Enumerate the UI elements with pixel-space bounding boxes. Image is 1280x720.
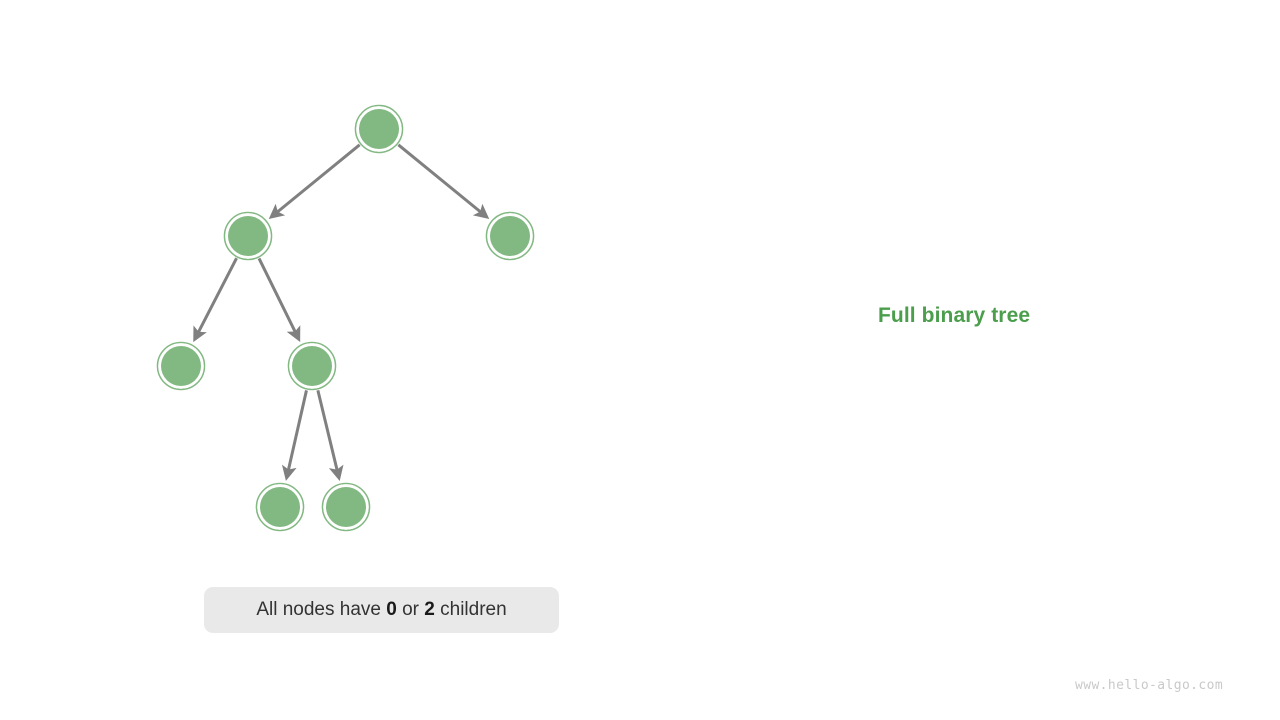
node-outer-ring (354, 104, 404, 154)
node-outer-ring (156, 341, 206, 391)
caption-middle: or (396, 599, 425, 620)
node-lr-right[interactable] (321, 482, 371, 532)
node-gap-ring (289, 343, 335, 389)
node-lr-left[interactable] (255, 482, 305, 532)
node-left-left[interactable] (156, 341, 206, 391)
node-root[interactable] (354, 104, 404, 154)
edge-left-leftleft (193, 257, 238, 343)
node-layer (156, 104, 535, 532)
node-gap-ring (158, 343, 204, 389)
edge-lr-left (281, 390, 308, 481)
caption-bold-zero: 0 (386, 599, 397, 620)
node-gap-ring (257, 484, 303, 530)
watermark: www.hello-algo.com (1075, 678, 1224, 693)
node-disc (228, 216, 268, 256)
caption-suffix: children (434, 599, 507, 620)
node-disc (326, 487, 366, 527)
node-right[interactable] (485, 211, 535, 261)
node-disc (161, 346, 201, 386)
edge-root-left (268, 143, 361, 220)
node-disc (490, 216, 530, 256)
node-disc (260, 487, 300, 527)
node-gap-ring (225, 213, 271, 259)
caption-box: All nodes have 0 or 2 children (204, 587, 559, 633)
node-gap-ring (356, 106, 402, 152)
caption-prefix: All nodes have (256, 599, 387, 620)
node-outer-ring (485, 211, 535, 261)
diagram-title: Full binary tree (878, 304, 1031, 327)
node-gap-ring (487, 213, 533, 259)
caption-bold-two: 2 (424, 599, 435, 620)
edge-lr-right (316, 389, 344, 481)
node-outer-ring (321, 482, 371, 532)
node-disc (292, 346, 332, 386)
node-outer-ring (255, 482, 305, 532)
node-outer-ring (287, 341, 337, 391)
edge-layer (193, 143, 490, 481)
node-left-right[interactable] (287, 341, 337, 391)
node-outer-ring (223, 211, 273, 261)
node-gap-ring (323, 484, 369, 530)
node-disc (359, 109, 399, 149)
edge-root-right (397, 143, 490, 220)
node-left[interactable] (223, 211, 273, 261)
edge-left-leftright (257, 257, 301, 342)
